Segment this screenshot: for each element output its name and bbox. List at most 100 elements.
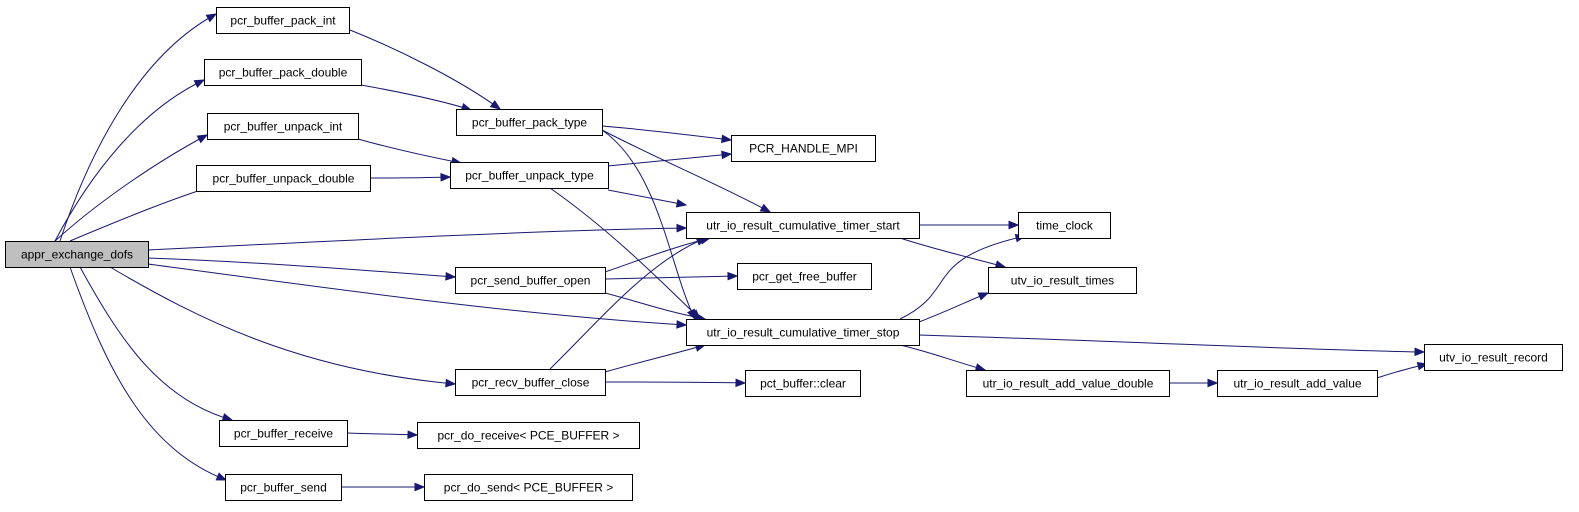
node-box[interactable] bbox=[686, 212, 920, 239]
edge-line bbox=[601, 125, 732, 141]
arrowhead-icon bbox=[676, 223, 688, 233]
node-add-double[interactable]: utr_io_result_add_value_double bbox=[966, 370, 1170, 397]
edge-timer_start-to-utv_times bbox=[899, 237, 1007, 269]
node-pack-type[interactable]: pcr_buffer_pack_type bbox=[456, 109, 603, 136]
node-unpack-double[interactable]: pcr_buffer_unpack_double bbox=[196, 165, 371, 192]
edge-pack_int-to-pack_type bbox=[349, 29, 502, 110]
node-label: utr_io_result_cumulative_timer_start bbox=[706, 219, 900, 233]
node-pack-int[interactable]: pcr_buffer_pack_int bbox=[216, 7, 350, 34]
node-box[interactable] bbox=[1018, 212, 1111, 239]
node-appr[interactable]: appr_exchange_dofs bbox=[5, 241, 149, 268]
node-box[interactable] bbox=[745, 370, 861, 397]
node-label: pct_buffer::clear bbox=[760, 377, 846, 391]
edge-appr-to-receive bbox=[79, 266, 234, 422]
node-label: utv_io_result_record bbox=[1439, 351, 1548, 365]
edge-line bbox=[604, 275, 738, 280]
node-add-value[interactable]: utr_io_result_add_value bbox=[1217, 370, 1378, 397]
node-unpack-int[interactable]: pcr_buffer_unpack_int bbox=[207, 113, 359, 140]
node-box[interactable] bbox=[204, 59, 362, 86]
arrowhead-icon bbox=[215, 472, 228, 481]
edge-line bbox=[360, 84, 472, 111]
node-box[interactable] bbox=[207, 113, 359, 140]
node-box[interactable] bbox=[731, 135, 876, 162]
edge-line bbox=[607, 153, 732, 167]
edge-recv_close-to-timer_stop bbox=[604, 343, 707, 373]
node-box[interactable] bbox=[450, 162, 609, 189]
node-label: pcr_send_buffer_open bbox=[471, 274, 591, 288]
node-box[interactable] bbox=[216, 7, 350, 34]
node-label: pcr_buffer_pack_int bbox=[230, 14, 336, 28]
edge-appr-to-timer_start bbox=[147, 223, 688, 251]
arrowhead-icon bbox=[445, 271, 457, 281]
nodes-layer: appr_exchange_dofs pcr_buffer_pack_intpcr… bbox=[5, 7, 1563, 501]
node-send-open[interactable]: pcr_send_buffer_open bbox=[455, 267, 606, 294]
node-box[interactable] bbox=[456, 109, 603, 136]
arrowhead-icon bbox=[489, 99, 502, 110]
node-recv-close[interactable]: pcr_recv_buffer_close bbox=[455, 369, 606, 396]
node-timer-start[interactable]: utr_io_result_cumulative_timer_start bbox=[686, 212, 920, 239]
edge-line bbox=[54, 79, 205, 242]
node-receive[interactable]: pcr_buffer_receive bbox=[219, 420, 348, 447]
arrowhead-icon bbox=[407, 430, 419, 440]
arrowhead-icon bbox=[676, 320, 688, 329]
node-label: pcr_buffer_pack_double bbox=[219, 66, 348, 80]
node-box[interactable] bbox=[455, 369, 606, 396]
edge-line bbox=[59, 13, 217, 242]
node-free-buffer[interactable]: pcr_get_free_buffer bbox=[737, 263, 872, 290]
edge-line bbox=[69, 266, 227, 481]
edge-timer_stop-to-add_double bbox=[899, 344, 987, 372]
node-box[interactable] bbox=[417, 422, 640, 449]
edge-line bbox=[549, 237, 707, 370]
edge-line bbox=[601, 129, 696, 320]
node-label: utv_io_result_times bbox=[1011, 274, 1114, 288]
node-send[interactable]: pcr_buffer_send bbox=[225, 474, 342, 501]
node-box[interactable] bbox=[5, 241, 149, 268]
arrowhead-icon bbox=[221, 413, 234, 422]
arrowhead-icon bbox=[414, 482, 426, 492]
node-clear[interactable]: pct_buffer::clear bbox=[745, 370, 861, 397]
node-label: pcr_do_send< PCE_BUFFER > bbox=[444, 481, 613, 495]
edge-line bbox=[607, 189, 687, 206]
edge-receive-to-do_receive bbox=[346, 430, 419, 440]
node-box[interactable] bbox=[686, 319, 920, 346]
node-box[interactable] bbox=[966, 370, 1170, 397]
arrowhead-icon bbox=[205, 13, 218, 23]
arrowhead-icon bbox=[974, 363, 987, 372]
node-box[interactable] bbox=[219, 420, 348, 447]
node-box[interactable] bbox=[737, 263, 872, 290]
node-box[interactable] bbox=[225, 474, 342, 501]
node-box[interactable] bbox=[455, 267, 606, 294]
node-label: pcr_buffer_pack_type bbox=[472, 116, 588, 130]
node-pack-double[interactable]: pcr_buffer_pack_double bbox=[204, 59, 362, 86]
node-utv-times[interactable]: utv_io_result_times bbox=[988, 267, 1137, 294]
edge-send_open-to-free_buffer bbox=[604, 271, 739, 281]
node-label: PCR_HANDLE_MPI bbox=[749, 142, 858, 156]
edge-pack_type-to-timer_start bbox=[601, 129, 772, 213]
node-box[interactable] bbox=[1424, 344, 1563, 371]
edge-appr-to-pack_double bbox=[54, 79, 206, 242]
edge-line bbox=[147, 257, 456, 278]
node-label: pcr_buffer_unpack_type bbox=[465, 169, 594, 183]
edge-unpack_type-to-timer_stop bbox=[549, 187, 701, 320]
edge-add_value-to-record bbox=[1376, 361, 1429, 379]
edge-appr-to-send_open bbox=[147, 257, 457, 281]
node-record[interactable]: utv_io_result_record bbox=[1424, 344, 1563, 371]
node-box[interactable] bbox=[988, 267, 1137, 294]
node-timer-stop[interactable]: utr_io_result_cumulative_timer_stop bbox=[686, 319, 920, 346]
edge-pack_double-to-pack_type bbox=[360, 84, 473, 112]
node-box[interactable] bbox=[1217, 370, 1378, 397]
arrowhead-icon bbox=[193, 79, 206, 89]
node-box[interactable] bbox=[196, 165, 371, 192]
node-do-send[interactable]: pcr_do_send< PCE_BUFFER > bbox=[424, 474, 633, 501]
node-mpi[interactable]: PCR_HANDLE_MPI bbox=[731, 135, 876, 162]
node-box[interactable] bbox=[424, 474, 633, 501]
arrowhead-icon bbox=[675, 198, 688, 208]
edge-appr-to-recv_close bbox=[109, 266, 457, 388]
node-do-receive[interactable]: pcr_do_receive< PCE_BUFFER > bbox=[417, 422, 640, 449]
node-unpack-type[interactable]: pcr_buffer_unpack_type bbox=[450, 162, 609, 189]
arrowhead-icon bbox=[727, 271, 739, 281]
edge-timer_stop-to-record bbox=[918, 334, 1426, 357]
node-label: pcr_buffer_receive bbox=[234, 427, 333, 441]
node-time-clock[interactable]: time_clock bbox=[1018, 212, 1111, 239]
